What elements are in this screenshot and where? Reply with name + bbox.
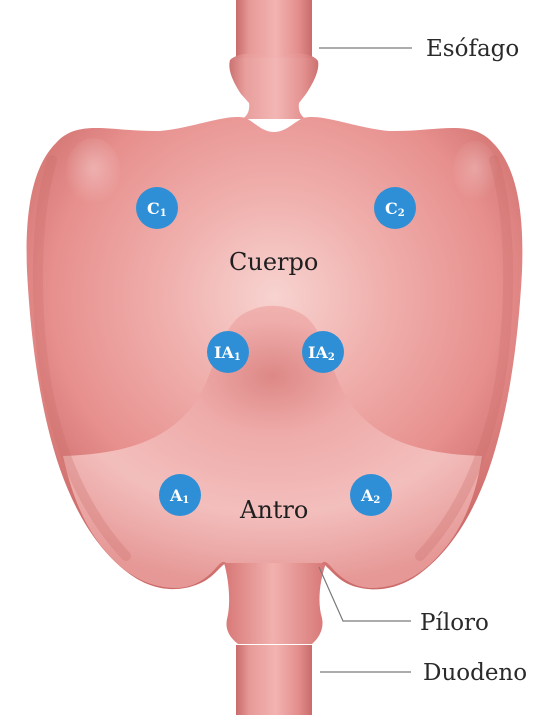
esophagus-cap: [229, 53, 318, 119]
antrum-label: Antro: [239, 496, 308, 524]
left-shoulder-highlight: [66, 138, 120, 204]
marker-a1-main: A: [169, 486, 183, 505]
marker-a2: A2: [350, 474, 392, 516]
esophagus-tube: [236, 0, 312, 58]
marker-ia1-main: IA: [214, 343, 234, 362]
marker-a2-main: A: [360, 486, 374, 505]
body-label: Cuerpo: [229, 248, 318, 276]
marker-a2-sub: 2: [373, 495, 380, 506]
marker-ia2: IA2: [302, 331, 344, 373]
marker-c1: C1: [136, 187, 178, 229]
marker-ia2-sub: 2: [328, 352, 335, 363]
right-shoulder-highlight: [453, 141, 497, 201]
marker-ia1-sub: 1: [234, 352, 241, 363]
esophagus-label: Esófago: [426, 36, 519, 62]
marker-c2-main: C: [385, 199, 398, 218]
marker-c2-sub: 2: [398, 208, 405, 219]
pylorus-label: Píloro: [420, 610, 489, 636]
duodenum-label: Duodeno: [423, 660, 527, 686]
marker-c1-main: C: [147, 199, 160, 218]
duodenum-tube: [236, 645, 312, 715]
marker-c2: C2: [374, 187, 416, 229]
marker-a1-sub: 1: [182, 495, 189, 506]
pylorus-neck: [224, 563, 326, 644]
marker-ia1: IA1: [207, 331, 249, 373]
marker-ia2-main: IA: [308, 343, 328, 362]
marker-a1: A1: [159, 474, 201, 516]
marker-c1-sub: 1: [160, 208, 167, 219]
